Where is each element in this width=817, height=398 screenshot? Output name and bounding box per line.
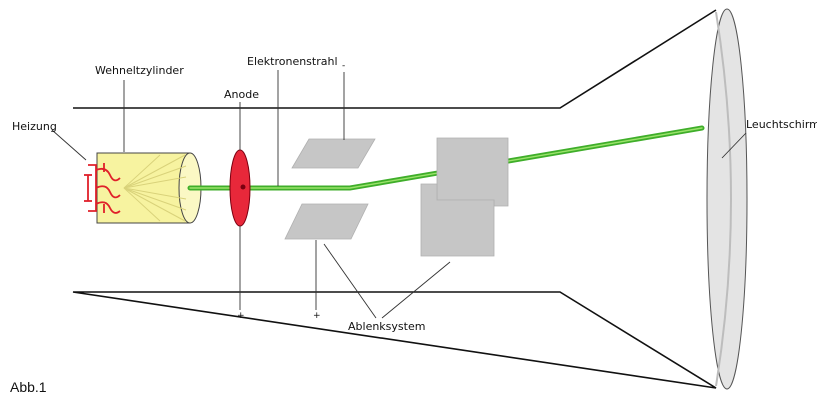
screen-highlight bbox=[715, 11, 732, 387]
deflection-plate-rear bbox=[436, 137, 509, 207]
deflection-plate-front bbox=[420, 183, 495, 257]
label-leuchtschirm: Leuchtschirm bbox=[746, 118, 817, 131]
electron-beam-core bbox=[189, 127, 703, 189]
label-wehneltzylinder: Wehneltzylinder bbox=[95, 64, 184, 77]
label-elektronenstrahl: Elektronenstrahl bbox=[247, 55, 338, 68]
tube-outline bbox=[72, 9, 717, 389]
fluorescent-screen bbox=[706, 8, 748, 390]
deflection-plate-bottom bbox=[284, 203, 369, 240]
deflection-plate-top bbox=[291, 138, 376, 169]
label-anode: Anode bbox=[224, 88, 259, 101]
label-heizung: Heizung bbox=[12, 120, 57, 133]
wehnelt-cylinder bbox=[96, 152, 202, 224]
leader-lines bbox=[51, 70, 747, 319]
polarity-bottom-plate: + bbox=[313, 311, 321, 321]
figure-caption: Abb.1 bbox=[10, 379, 47, 393]
label-ablenksystem: Ablenksystem bbox=[348, 320, 425, 333]
anode-disc bbox=[229, 149, 251, 227]
polarity-top-plate: - bbox=[342, 61, 345, 71]
polarity-anode: + bbox=[237, 311, 245, 321]
heater-coil bbox=[84, 163, 121, 214]
